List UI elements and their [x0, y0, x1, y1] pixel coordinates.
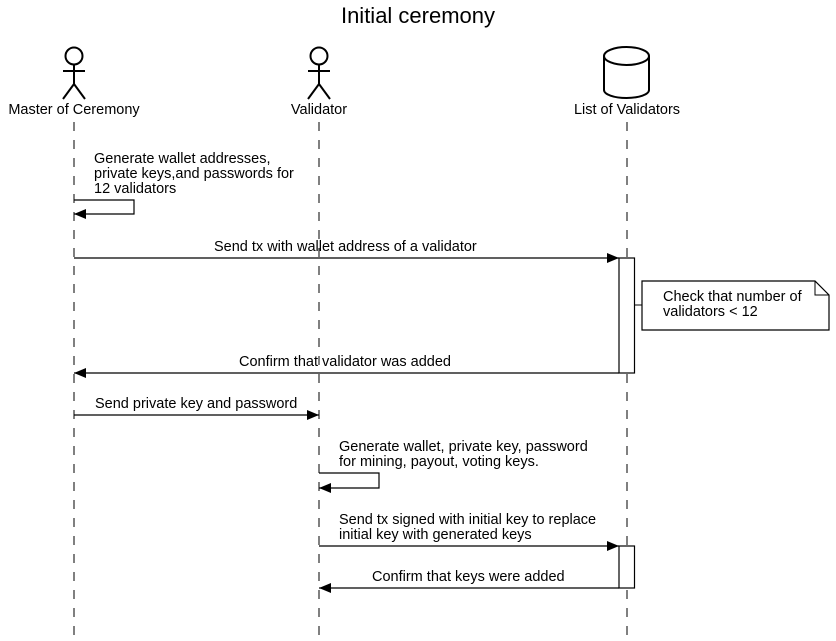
- message-label: Generate wallet addresses, private keys,…: [94, 151, 294, 197]
- note-text: Check that number of validators < 12: [663, 289, 802, 320]
- participant-label-validator: Validator: [290, 102, 348, 118]
- message-label: Confirm that validator was added: [239, 354, 451, 370]
- participant-label-master-of-ceremony: Master of Ceremony: [8, 102, 140, 118]
- message-label: Send tx with wallet address of a validat…: [214, 239, 477, 255]
- actor-icon: [62, 46, 86, 100]
- self-message-arrow: [74, 199, 135, 219]
- message-label: Send tx signed with initial key to repla…: [339, 512, 597, 543]
- note-fold: [814, 281, 829, 296]
- message-label: Send private key and password: [95, 396, 298, 412]
- participant-label-list-of-validators: List of Validators: [573, 102, 681, 118]
- database-icon: [603, 46, 650, 99]
- activation-bar: [618, 545, 636, 589]
- note-box: [641, 280, 830, 331]
- message-label: Generate wallet, private key, password f…: [339, 439, 588, 470]
- self-message-arrow: [319, 472, 380, 493]
- message-label: Confirm that keys were added: [372, 569, 565, 585]
- actor-icon: [307, 46, 331, 100]
- activation-bar: [618, 257, 636, 374]
- diagram-title: Initial ceremony: [340, 3, 496, 28]
